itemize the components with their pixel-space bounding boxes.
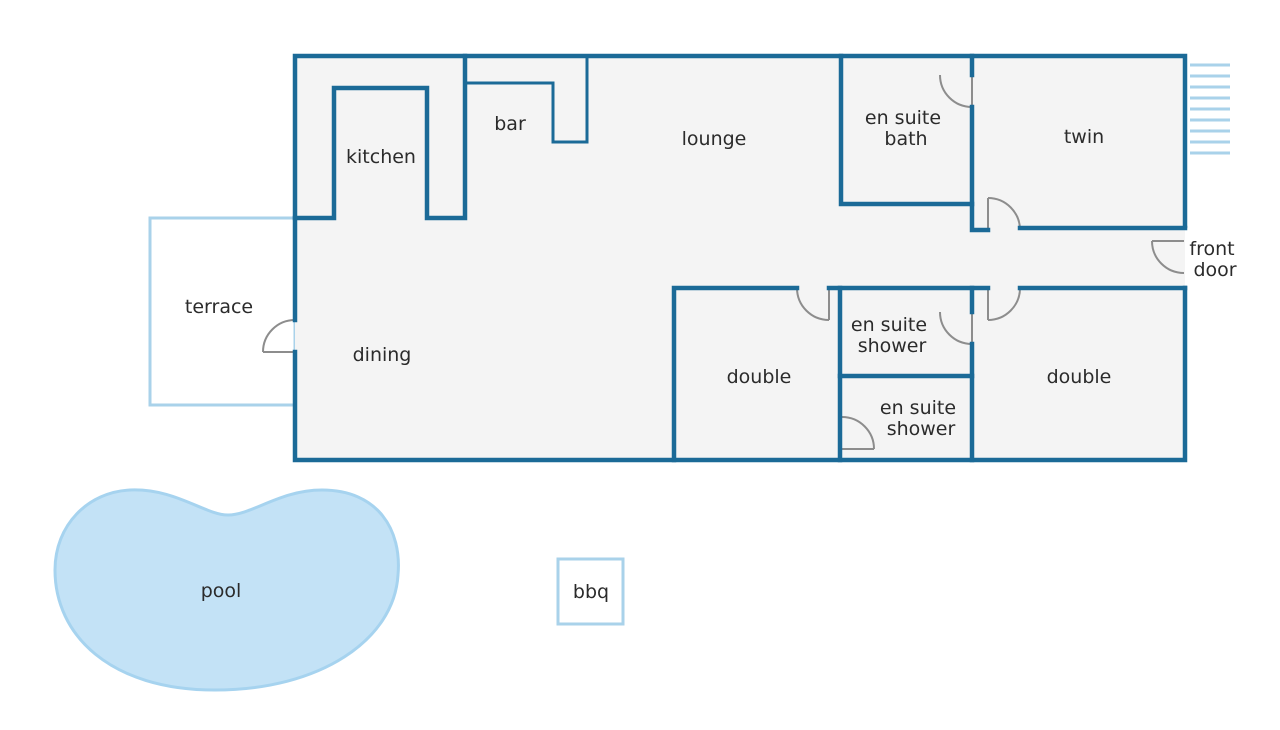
twin-label: twin — [1064, 126, 1104, 148]
bar-label: bar — [494, 113, 526, 135]
pool — [53, 488, 400, 692]
dining-label: dining — [353, 344, 412, 366]
stairs-icon — [1190, 63, 1230, 155]
pool-label: pool — [201, 580, 242, 602]
door-swing-icon — [262, 319, 296, 353]
en-suite-shower-lower-label: en suite shower — [880, 397, 962, 440]
door-swing-icon — [841, 416, 875, 450]
double-left-label: double — [727, 366, 792, 388]
kitchen-label: kitchen — [346, 146, 416, 168]
lounge-label: lounge — [682, 128, 747, 150]
front-door-label: front door — [1189, 238, 1240, 281]
bbq — [556, 557, 625, 626]
door-swing-icon — [796, 287, 830, 321]
en-suite-shower-upper-label: en suite shower — [851, 314, 933, 357]
walls — [292, 53, 1188, 463]
door-swing-icon — [1151, 240, 1185, 274]
en-suite-bath-label: en suite bath — [865, 107, 947, 150]
double-right-label: double — [1047, 366, 1112, 388]
terrace-label: terrace — [185, 296, 253, 318]
door-swing-icon — [939, 311, 973, 345]
house-floor — [295, 56, 1185, 460]
terrace-area — [148, 216, 297, 407]
door-swing-icon — [987, 197, 1021, 231]
door-swing-icon — [939, 74, 973, 108]
door-swing-icon — [987, 287, 1021, 321]
bbq-label: bbq — [573, 581, 609, 603]
room-labels: kitchen bar lounge en suite bath twin fr… — [185, 107, 1240, 603]
door-swing-icons — [262, 74, 1185, 450]
